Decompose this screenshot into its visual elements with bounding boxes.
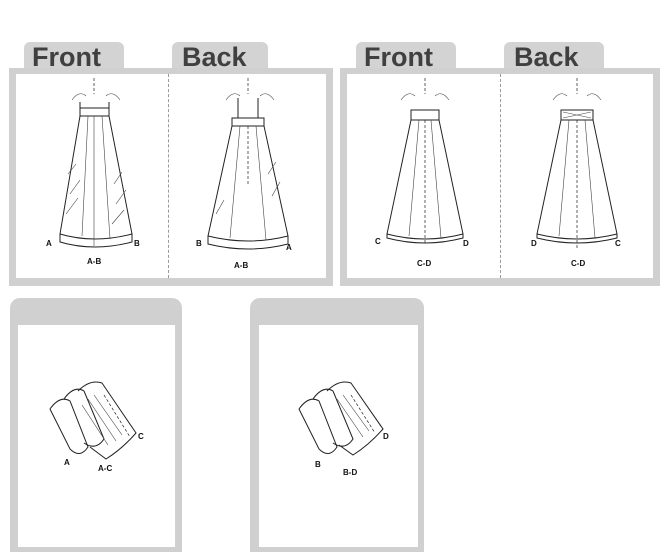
swatch-label-layer: C A A-C bbox=[64, 432, 144, 473]
tab-front-label: Front bbox=[32, 42, 101, 72]
swatch-left-label: A bbox=[64, 458, 70, 467]
panel-sheet: C D C-D D C C-D bbox=[347, 74, 653, 278]
back-center-label: C-D bbox=[571, 259, 585, 268]
tab-back bbox=[504, 42, 604, 72]
dress-illustrations bbox=[59, 78, 289, 250]
back-right-label: A bbox=[286, 243, 292, 252]
front-dress-drawing bbox=[386, 78, 464, 244]
dress-label-layer: A B A-B B A A-B bbox=[46, 239, 292, 270]
back-dress-drawing bbox=[207, 78, 289, 250]
back-left-label: D bbox=[531, 239, 537, 248]
back-center-label: A-B bbox=[234, 261, 248, 270]
tab-front bbox=[24, 42, 124, 72]
folded-fabric-drawing bbox=[49, 381, 137, 460]
dress-illustrations bbox=[386, 78, 618, 250]
back-left-label: B bbox=[196, 239, 202, 248]
front-center-label: C-D bbox=[417, 259, 431, 268]
dress-label-layer: C D C-D D C C-D bbox=[375, 237, 621, 268]
back-dress-drawing bbox=[536, 78, 618, 250]
swatch-sheet: C A A-C bbox=[18, 325, 175, 547]
front-right-label: D bbox=[463, 239, 469, 248]
front-left-label: A bbox=[46, 239, 52, 248]
folded-fabric-drawing bbox=[298, 381, 384, 456]
tab-back-label: Back bbox=[182, 42, 247, 72]
front-center-label: A-B bbox=[87, 257, 101, 266]
tab-front-label: Front bbox=[364, 42, 433, 72]
swatch-center-label: A-C bbox=[98, 464, 112, 473]
swatch-sheet: D B B-D bbox=[259, 325, 418, 547]
swatch-label-layer: D B B-D bbox=[315, 432, 389, 477]
tab-back-label: Back bbox=[514, 42, 579, 72]
tab-back bbox=[172, 42, 268, 72]
front-back-divider bbox=[168, 74, 169, 278]
swatch-right-label: D bbox=[383, 432, 389, 441]
front-left-label: C bbox=[375, 237, 381, 246]
swatch-left-label: B bbox=[315, 460, 321, 469]
front-dress-drawing bbox=[59, 78, 133, 248]
tab-front bbox=[356, 42, 456, 72]
swatch-right-label: C bbox=[138, 432, 144, 441]
back-right-label: C bbox=[615, 239, 621, 248]
swatch-center-label: B-D bbox=[343, 468, 357, 477]
front-right-label: B bbox=[134, 239, 140, 248]
panel-sheet: A B A-B B A A-B bbox=[16, 74, 326, 278]
front-back-divider bbox=[500, 74, 501, 278]
